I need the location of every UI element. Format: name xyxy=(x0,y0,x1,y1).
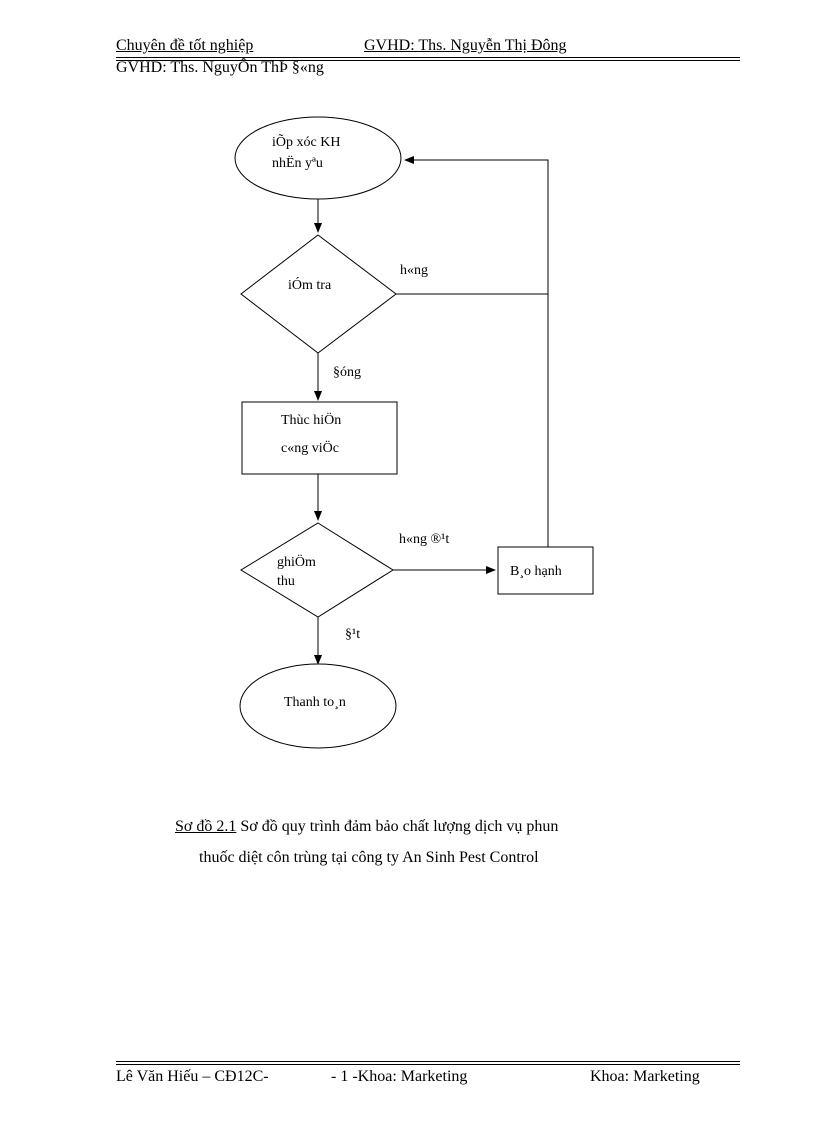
accept-label-2: thu xyxy=(277,574,295,589)
work-label-1: Thùc hiÖn xyxy=(281,411,341,428)
footer-author: Lê Văn Hiếu – CĐ12C- xyxy=(116,1068,269,1085)
check-no-label: h«ng xyxy=(400,263,428,278)
report-node xyxy=(497,546,594,595)
check-yes-label: §óng xyxy=(333,365,361,380)
figure-caption-line1: Sơ đồ 2.1 Sơ đồ quy trình đảm bảo chất l… xyxy=(175,818,558,836)
accept-yes-label: §¹t xyxy=(345,627,360,642)
work-label-2: c«ng viÖc xyxy=(281,439,339,456)
header-line2: GVHD: Ths. NguyÔn ThÞ §«ng xyxy=(116,59,324,76)
start-label-2: nhËn yªu xyxy=(272,154,323,171)
end-node xyxy=(239,663,397,749)
accept-label-1: ghiÖm xyxy=(277,553,316,570)
figure-caption-label: Sơ đồ 2.1 xyxy=(175,818,237,835)
report-label: B¸o hạnh xyxy=(510,564,562,579)
figure-caption-line2: thuốc diệt côn trùng tại công ty An Sinh… xyxy=(199,849,539,866)
figure-caption-text: Sơ đồ quy trình đảm bảo chất lượng dịch … xyxy=(236,818,559,835)
line-report-loop xyxy=(404,156,549,547)
footer-rule-top xyxy=(116,1061,740,1062)
start-label-1: iÕp xóc KH xyxy=(272,133,340,150)
end-label: Thanh to¸n xyxy=(284,695,346,710)
header-rule-bottom xyxy=(116,60,740,61)
accept-no-label: h«ng ®¹t xyxy=(399,532,449,547)
header-left: Chuyên đề tốt nghiệp xyxy=(116,37,254,54)
footer-page: - 1 -Khoa: Marketing xyxy=(331,1068,468,1085)
accept-node xyxy=(240,522,394,618)
header-rule-top xyxy=(116,57,740,58)
header-right: GVHD: Ths. Nguyễn Thị Đông xyxy=(364,37,567,54)
work-node xyxy=(241,401,398,475)
footer-dept: Khoa: Marketing xyxy=(590,1068,700,1085)
check-node xyxy=(240,234,397,354)
footer-rule-bottom xyxy=(116,1064,740,1065)
check-label: iÓm tra xyxy=(288,276,332,293)
